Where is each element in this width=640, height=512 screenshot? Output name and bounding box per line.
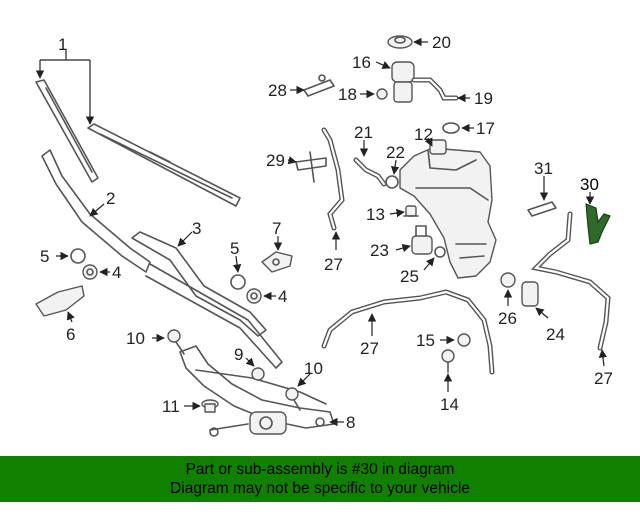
leader-lines: [35, 37, 608, 427]
callout-4a: 4: [112, 263, 121, 282]
callout-5a: 5: [40, 247, 49, 266]
wiper-blade-right: [87, 123, 241, 207]
connector-29: [295, 151, 327, 183]
sensor-24: [521, 281, 539, 307]
cap-20: [387, 35, 413, 49]
washer-system-diagram: 1 2 3 5 4 6 5 4 7 10 9 10 11 8 28 29 27 …: [35, 33, 613, 437]
nut-4a: [82, 264, 98, 280]
cap-5b: [230, 274, 246, 290]
seal-17: [442, 122, 460, 134]
callout-3: 3: [192, 219, 201, 238]
callout-20: 20: [432, 33, 451, 52]
bolt-10b: [285, 387, 301, 411]
hose-27b: [321, 289, 495, 375]
callout-10b: 10: [304, 359, 323, 378]
pump-23: [411, 225, 433, 255]
callout-31: 31: [534, 159, 553, 178]
bolt-10a: [167, 329, 185, 355]
callout-12: 12: [414, 125, 433, 144]
callout-25: 25: [400, 267, 419, 286]
info-banner-line-2: Diagram may not be specific to your vehi…: [170, 480, 470, 497]
washer-reservoir-12: [399, 139, 497, 279]
wiper-arm-left: [41, 149, 283, 369]
callout-1: 1: [58, 35, 67, 54]
pump-16: [391, 61, 415, 103]
wiper-linkage-8: [179, 345, 335, 437]
callout-18: 18: [338, 85, 357, 104]
callout-27b: 27: [360, 339, 379, 358]
info-banner-line-1: Part or sub-assembly is #30 in diagram: [185, 461, 455, 478]
callout-15: 15: [416, 331, 435, 350]
check-valve-31: [527, 201, 557, 217]
callout-19: 19: [474, 89, 493, 108]
callout-numbers: 1 2 3 5 4 6 5 4 7 10 9 10 11 8 28 29 27 …: [40, 33, 613, 432]
info-banner: Part or sub-assembly is #30 in diagram D…: [0, 456, 640, 502]
callout-23: 23: [370, 241, 389, 260]
callout-26: 26: [498, 309, 517, 328]
callout-24: 24: [546, 325, 565, 344]
callout-8: 8: [346, 413, 355, 432]
callout-27c: 27: [594, 369, 613, 388]
bolt-14: [441, 349, 455, 373]
bolt-9: [251, 367, 265, 381]
callout-28: 28: [268, 81, 287, 100]
callout-11: 11: [162, 397, 180, 416]
callout-9: 9: [234, 345, 243, 364]
nut-4b: [246, 288, 262, 304]
callout-22: 22: [386, 143, 405, 162]
highlighted-part-30: [585, 203, 611, 245]
callout-2: 2: [106, 189, 115, 208]
callout-17: 17: [476, 119, 495, 138]
callout-4b: 4: [278, 287, 287, 306]
callout-6: 6: [66, 325, 75, 344]
grommet-11: [201, 399, 219, 413]
callout-30: 30: [580, 175, 599, 194]
callout-14: 14: [440, 395, 459, 414]
wiper-arm-right: [131, 231, 267, 337]
clip-15: [457, 333, 471, 347]
callout-16: 16: [352, 53, 371, 72]
clip-26: [500, 272, 516, 288]
connector-28: [303, 74, 335, 97]
callout-29: 29: [266, 151, 285, 170]
washer-nozzle-7: [261, 251, 293, 273]
callout-10a: 10: [126, 329, 145, 348]
hose-19: [411, 77, 459, 101]
cowl-cover-6: [35, 285, 85, 317]
callout-5b: 5: [230, 239, 239, 258]
grommet-13: [403, 205, 419, 217]
callout-27a: 27: [324, 255, 343, 274]
cap-5a: [70, 248, 86, 264]
ring-22: [385, 175, 399, 189]
seal-25: [434, 246, 446, 258]
wiper-blade-left: [35, 79, 99, 183]
callout-13: 13: [366, 205, 385, 224]
callout-7: 7: [272, 219, 281, 238]
callout-21: 21: [354, 123, 373, 142]
bolt-18: [376, 88, 388, 100]
